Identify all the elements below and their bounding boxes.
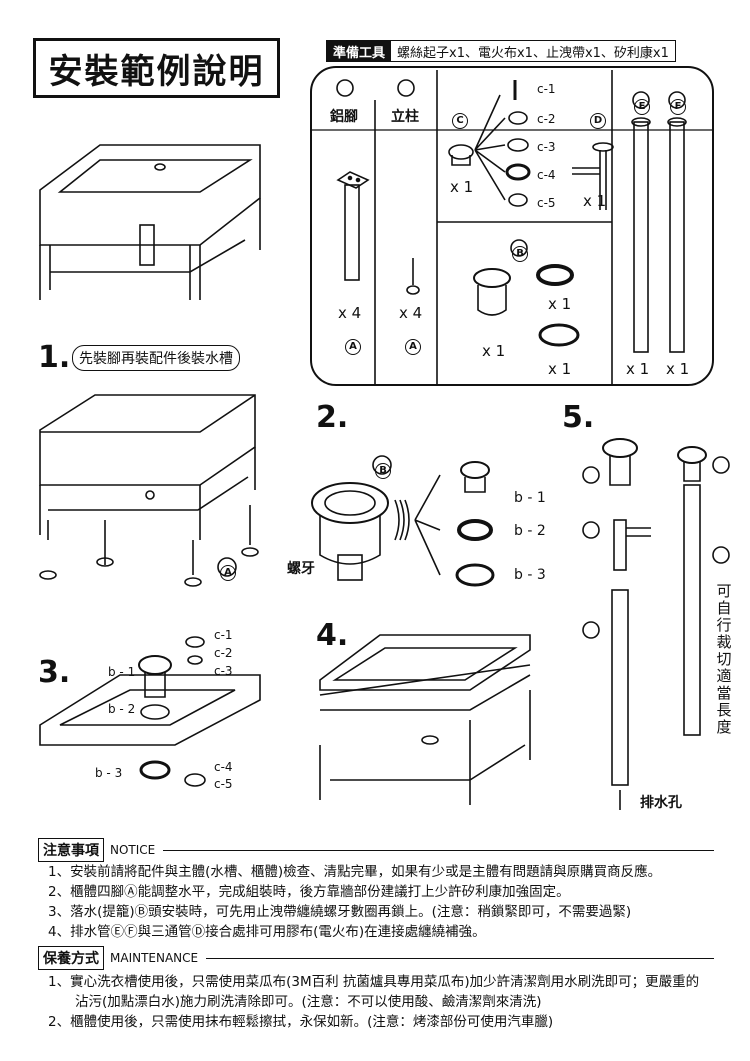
e-code: E xyxy=(634,99,650,115)
step-3-left-1: b - 1 xyxy=(108,665,136,679)
step-4-number: 4. xyxy=(316,618,349,653)
c-item-3: c-3 xyxy=(537,140,556,154)
notice-list: 1、安裝前請將配件與主體(水槽、櫃體)檢查、清點完畢，如果有少或是主體有問題請與… xyxy=(48,862,661,942)
step-3-number: 3. xyxy=(38,655,71,690)
parts-box xyxy=(310,66,714,386)
step-3-right-5: c-5 xyxy=(214,777,233,791)
notice-title: 注意事項 xyxy=(38,838,104,862)
step-1-number: 1. xyxy=(38,340,71,375)
tools-header: 準備工具 螺絲起子x1、電火布x1、止洩帶x1、矽利康x1 xyxy=(326,40,676,62)
tools-label: 準備工具 xyxy=(327,41,392,61)
step-3-right-3: c-3 xyxy=(214,664,233,678)
post-qty: x 4 xyxy=(399,304,423,322)
c-item-4: c-4 xyxy=(537,168,556,182)
maintenance-header: 保養方式 MAINTENANCE xyxy=(38,946,714,970)
step-2-item-2: b - 2 xyxy=(514,523,546,539)
step-3-left-2: b - 2 xyxy=(108,702,136,716)
c-item-5: c-5 xyxy=(537,196,556,210)
notice-item: 4、排水管ⒺⒻ與三通管Ⓓ接合處排可用膠布(電火布)在連接處纏繞補強。 xyxy=(48,924,486,940)
maintenance-item: 2、櫃體使用後，只需使用抹布輕鬆擦拭，永保如新。(注意：烤漆部份可使用汽車臘) xyxy=(48,1014,554,1030)
maintenance-title: 保養方式 xyxy=(38,946,104,970)
step-5-drain-label: 排水孔 xyxy=(640,795,682,811)
step-5-number: 5. xyxy=(562,400,595,435)
step-3-b3: b - 3 xyxy=(95,766,123,780)
maintenance-item: 1、實心洗衣槽使用後，只需使用菜瓜布(3M百利 抗菌爐具專用菜瓜布)加少許清潔劑… xyxy=(48,974,700,990)
c-qty: x 1 xyxy=(450,178,474,196)
notice-header: 注意事項 NOTICE xyxy=(38,838,714,862)
step-2-item-1: b - 1 xyxy=(514,490,546,506)
step-3-right-2: c-2 xyxy=(214,646,233,660)
b-qty-2: x 1 xyxy=(548,295,572,313)
step-2-number: 2. xyxy=(316,400,349,435)
d-code: D xyxy=(590,113,606,129)
maintenance-item: 沾污(加點漂白水)施力刷洗清除即可。(注意：不可以使用酸、鹼清潔劑來清洗) xyxy=(48,994,542,1010)
b-qty-3: x 1 xyxy=(548,360,572,378)
maintenance-list: 1、實心洗衣槽使用後，只需使用菜瓜布(3M百利 抗菌爐具專用菜瓜布)加少許清潔劑… xyxy=(48,972,699,1032)
step-2-item-3: b - 3 xyxy=(514,567,546,583)
e-qty: x 1 xyxy=(626,360,650,378)
notice-item: 1、安裝前請將配件與主體(水槽、櫃體)檢查、清點完畢，如果有少或是主體有問題請與… xyxy=(48,864,662,880)
c-item-2: c-2 xyxy=(537,112,556,126)
step-3-right-1: c-1 xyxy=(214,628,233,642)
notice-title-en: NOTICE xyxy=(110,843,156,857)
b-code: B xyxy=(512,246,528,262)
notice-divider xyxy=(163,849,714,851)
step-1-label: 先裝腳再裝配件後裝水槽 xyxy=(72,345,240,371)
tools-text: 螺絲起子x1、電火布x1、止洩帶x1、矽利康x1 xyxy=(397,45,669,61)
b-qty-1: x 1 xyxy=(482,342,506,360)
page-title: 安裝範例說明 xyxy=(33,38,280,98)
step-1-code: A xyxy=(220,565,236,581)
maintenance-title-en: MAINTENANCE xyxy=(110,951,199,965)
post-label: 立柱 xyxy=(391,109,419,125)
f-code: F xyxy=(670,99,686,115)
step-2-thread-label: 螺牙 xyxy=(287,561,315,577)
f-qty: x 1 xyxy=(666,360,690,378)
c-item-1: c-1 xyxy=(537,82,556,96)
maintenance-divider xyxy=(206,957,714,959)
notice-item: 3、落水(提籠)Ⓑ頭安裝時，可先用止洩帶纏繞螺牙數圈再鎖上。(注意：稍鎖緊即可，… xyxy=(48,904,632,920)
leg-qty: x 4 xyxy=(338,304,362,322)
post-code: A xyxy=(405,339,421,355)
leg-code: A xyxy=(345,339,361,355)
step-2-code: B xyxy=(375,463,391,479)
notice-item: 2、櫃體四腳Ⓐ能調整水平，完成組裝時，後方靠牆部份建議打上少許矽利康加強固定。 xyxy=(48,884,570,900)
step-3-right-4: c-4 xyxy=(214,760,233,774)
step-5-vertical-note: 可自行裁切適當長度 xyxy=(716,582,732,736)
c-code: C xyxy=(452,113,468,129)
d-qty: x 1 xyxy=(583,192,607,210)
leg-label: 鋁腳 xyxy=(330,109,358,125)
